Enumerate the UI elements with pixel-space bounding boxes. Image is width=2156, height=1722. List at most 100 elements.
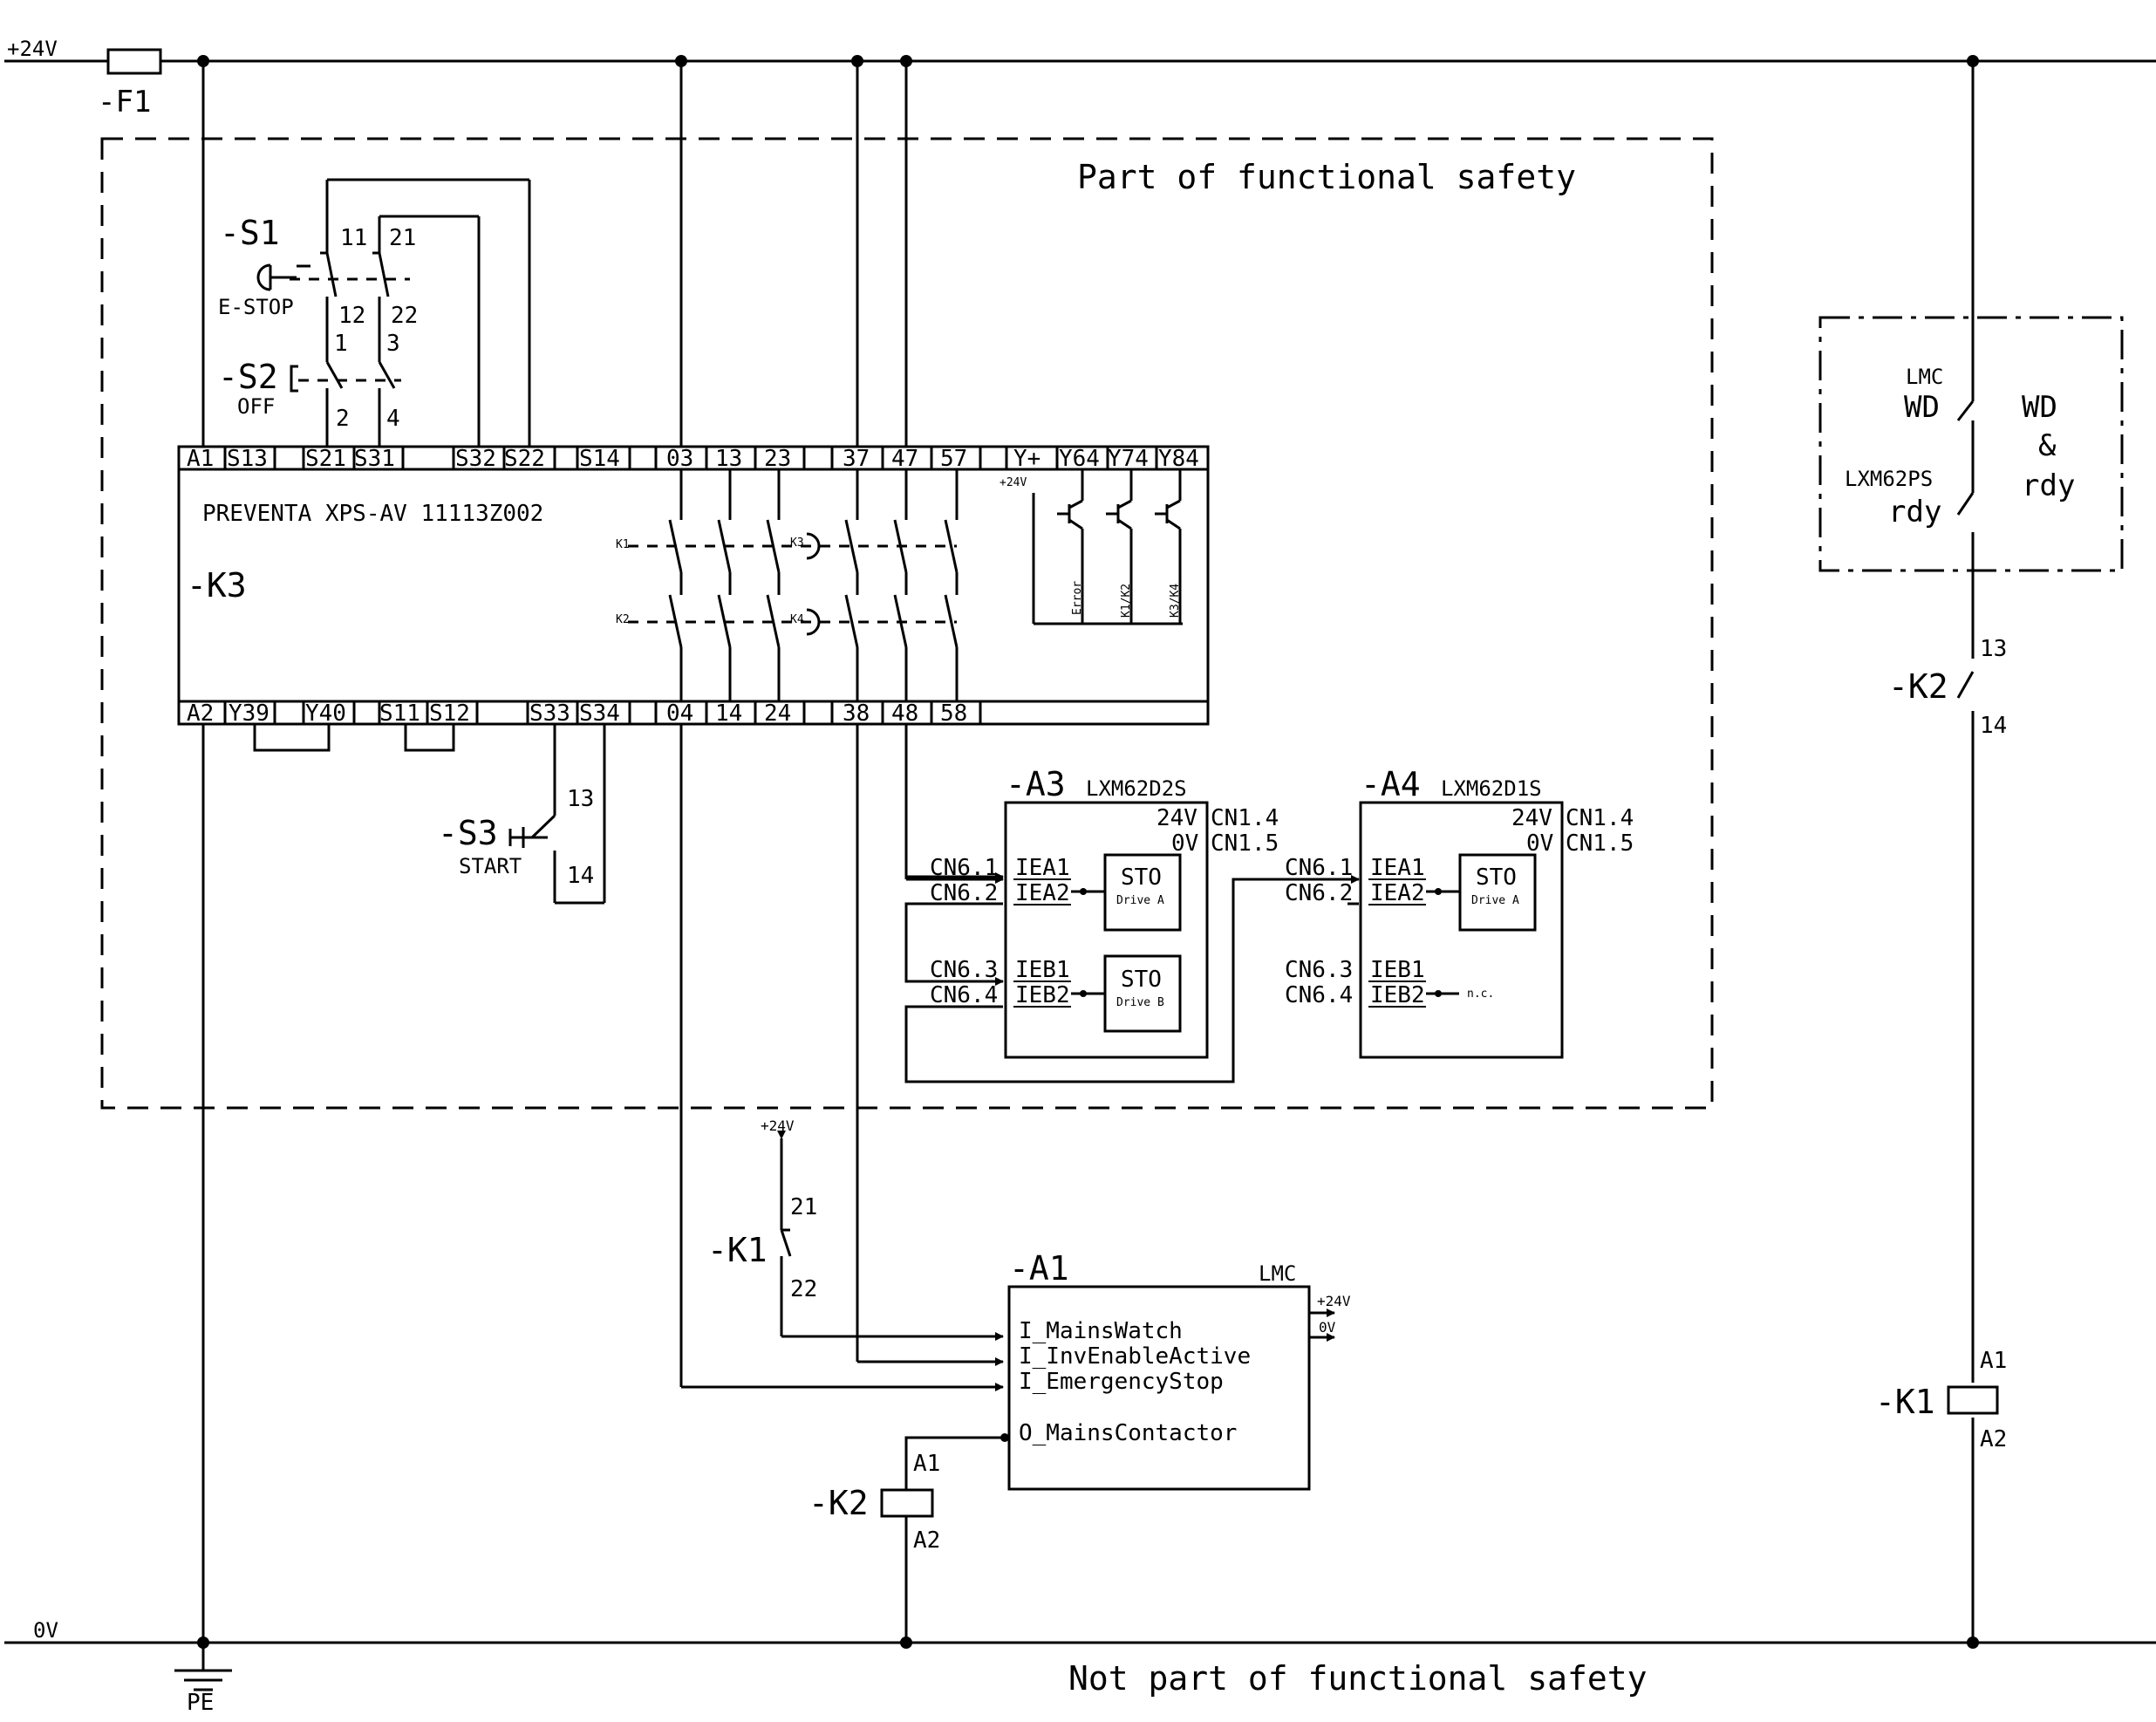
k2-coil: -K2 A1 A2 bbox=[808, 1433, 1009, 1643]
k1-coil: -K1 A1 A2 bbox=[1875, 1348, 2007, 1452]
k3-bridges bbox=[253, 724, 455, 752]
k2-contact-tag: -K2 bbox=[1888, 667, 1948, 706]
a3-pin-cn63: CN6.3 bbox=[930, 957, 998, 983]
k3-internal-contacts: K1 K3 K2 K4 bbox=[616, 469, 959, 701]
a3-pin-cn61: CN6.1 bbox=[930, 855, 998, 881]
k1-coil-a1: A1 bbox=[1980, 1348, 2007, 1374]
a4-input-ieb2: IEB2 bbox=[1370, 982, 1425, 1008]
k3-terminal-04: 04 bbox=[666, 700, 693, 727]
estop-channels bbox=[325, 178, 531, 455]
a4-pin-cn62: CN6.2 bbox=[1285, 880, 1353, 906]
k3-terminal-47: 47 bbox=[891, 446, 918, 472]
a4-cn14: CN1.4 bbox=[1566, 805, 1634, 831]
k1-coil-a2: A2 bbox=[1980, 1426, 2007, 1452]
drive-a4: -A4 LXM62D1S 24V 0V CN1.4 CN1.5 CN6.1 CN… bbox=[1285, 765, 1634, 1059]
k3-terminal-y64: Y64 bbox=[1059, 446, 1100, 472]
s1-t12: 12 bbox=[338, 303, 365, 329]
ps-rdy: rdy bbox=[1888, 495, 1941, 530]
k3-terminal-y84: Y84 bbox=[1158, 446, 1199, 472]
k3-output-error: Error bbox=[1071, 581, 1084, 615]
earth-symbol: PE bbox=[174, 1643, 232, 1716]
k2-contact: -K2 13 14 bbox=[1888, 636, 2007, 739]
a4-drive-a: Drive A bbox=[1471, 894, 1519, 907]
k3-terminal-s32: S32 bbox=[455, 446, 496, 472]
s2-t3: 3 bbox=[386, 331, 400, 357]
fuse-f1: -F1 bbox=[98, 48, 162, 120]
a3-pin-cn62: CN6.2 bbox=[930, 880, 998, 906]
a4-input-iea2: IEA2 bbox=[1370, 880, 1425, 906]
lmc-ready-box: LMC WD LXM62PS rdy WD & rdy bbox=[1818, 316, 2124, 572]
k3-terminal-03: 03 bbox=[666, 446, 693, 472]
k3-terminal-y40: Y40 bbox=[305, 700, 346, 727]
k3-terminal-s14: S14 bbox=[579, 446, 620, 472]
k1-coil-tag: -K1 bbox=[1875, 1383, 1935, 1421]
a1-output-mainscontactor: O_MainsContactor bbox=[1019, 1420, 1237, 1446]
s3-tag: -S3 bbox=[438, 814, 498, 852]
k3-terminal-37: 37 bbox=[843, 446, 870, 472]
k3-terminal-y39: Y39 bbox=[229, 700, 270, 727]
a3-0v: 0V bbox=[1171, 830, 1198, 857]
a3-sto-b: STO bbox=[1121, 967, 1162, 993]
junction-dots bbox=[197, 55, 1979, 1649]
rail-24v-label: +24V bbox=[7, 37, 58, 61]
s3-t13: 13 bbox=[567, 786, 594, 812]
a1-p24: +24V bbox=[1317, 1293, 1351, 1309]
lmc-wd: WD bbox=[1904, 390, 1940, 425]
k1-contact: +24V -K1 21 22 bbox=[707, 1117, 1004, 1341]
k3-terminal-s11: S11 bbox=[379, 700, 420, 727]
off-switch-s2: -S2 OFF 1 3 2 4 bbox=[218, 331, 401, 432]
k2-coil-tag: -K2 bbox=[808, 1484, 869, 1522]
a3-input-ieb1: IEB1 bbox=[1015, 957, 1070, 983]
a4-tag: -A4 bbox=[1361, 765, 1421, 803]
k3-terminal-s21: S21 bbox=[305, 446, 346, 472]
safety-relay-k3: PREVENTA XPS-AV 11113Z002 -K3 bbox=[177, 445, 1210, 726]
k3-model: PREVENTA XPS-AV 11113Z002 bbox=[202, 501, 543, 527]
s2-name: OFF bbox=[237, 394, 275, 419]
k1-contact-tag: -K1 bbox=[707, 1231, 768, 1269]
logic-and: & bbox=[2038, 428, 2057, 463]
a4-24v: 24V bbox=[1511, 805, 1552, 831]
k3-output-k1k2: K1/K2 bbox=[1120, 584, 1133, 618]
a4-pin-cn64: CN6.4 bbox=[1285, 982, 1353, 1008]
a3-input-ieb2: IEB2 bbox=[1015, 982, 1070, 1008]
s1-t22: 22 bbox=[391, 303, 418, 329]
k3-terminal-y74: Y74 bbox=[1108, 446, 1149, 472]
k3-supply-label: +24V bbox=[1000, 476, 1027, 489]
a4-input-iea1: IEA1 bbox=[1370, 855, 1425, 881]
a3-pin-cn64: CN6.4 bbox=[930, 982, 998, 1008]
k3-terminal-48: 48 bbox=[891, 700, 918, 727]
k3-terminal-s34: S34 bbox=[579, 700, 620, 727]
a3-drive-b: Drive B bbox=[1116, 996, 1164, 1009]
k3-tag: -K3 bbox=[187, 566, 247, 605]
s1-name: E-STOP bbox=[218, 295, 294, 319]
a4-pin-cn63: CN6.3 bbox=[1285, 957, 1353, 983]
k3-terminal-58: 58 bbox=[940, 700, 967, 727]
k3-relay-k2: K2 bbox=[616, 613, 630, 626]
a1-input-emergencystop: I_EmergencyStop bbox=[1019, 1369, 1224, 1395]
a3-24v: 24V bbox=[1156, 805, 1197, 831]
estop-switch-s1: -S1 E-STOP 11 21 12 22 bbox=[218, 214, 418, 329]
k3-terminal-57: 57 bbox=[940, 446, 967, 472]
k3-terminal-24: 24 bbox=[764, 700, 791, 727]
rail-0v-label: 0V bbox=[33, 1618, 58, 1643]
a3-input-iea1: IEA1 bbox=[1015, 855, 1070, 881]
k3-terminal-s12: S12 bbox=[429, 700, 470, 727]
k3-relay-k1: K1 bbox=[616, 538, 630, 551]
s3-name: START bbox=[459, 854, 522, 878]
a1-input-invenableactive: I_InvEnableActive bbox=[1019, 1343, 1251, 1370]
a1-tag: -A1 bbox=[1009, 1249, 1069, 1288]
start-button-s3: -S3 START 13 14 bbox=[438, 724, 606, 905]
a4-0v: 0V bbox=[1526, 830, 1553, 857]
drive-a3: -A3 LXM62D2S 24V 0V CN1.4 CN1.5 CN6.1 CN… bbox=[930, 765, 1279, 1059]
a3-cn14: CN1.4 bbox=[1211, 805, 1279, 831]
k3-bottom-terminals: A2 Y39 Y40 S11 S12 S33 S34 04 14 24 38 4… bbox=[187, 700, 982, 727]
k3-terminal-a1: A1 bbox=[187, 446, 214, 472]
s1-t21: 21 bbox=[389, 225, 416, 251]
s2-t1: 1 bbox=[334, 331, 348, 357]
k3-terminal-a2: A2 bbox=[187, 700, 214, 727]
k2-coil-a1: A1 bbox=[913, 1451, 940, 1477]
fuse-f1-tag: -F1 bbox=[98, 85, 151, 120]
a3-sto-a: STO bbox=[1121, 864, 1162, 891]
k2-coil-a2: A2 bbox=[913, 1527, 940, 1554]
s3-t14: 14 bbox=[567, 863, 594, 889]
